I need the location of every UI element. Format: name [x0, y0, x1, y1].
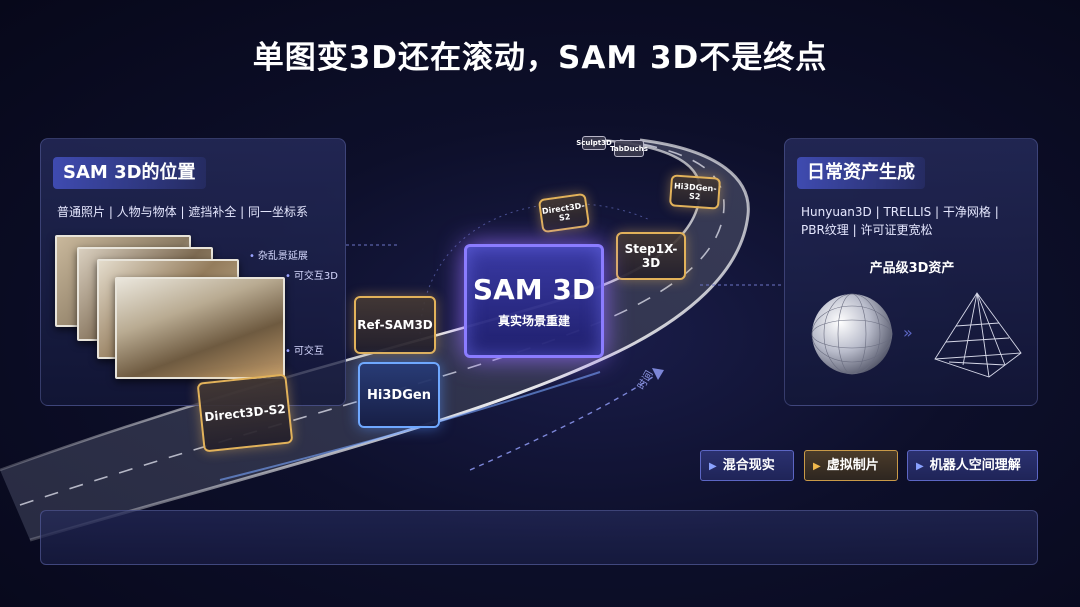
tag-robot-spatial[interactable]: ▶ 机器人空间理解 — [907, 450, 1038, 481]
distant-card-1: Sculpt3D — [576, 136, 612, 150]
tag-robot-spatial-label: 机器人空间理解 — [929, 458, 1021, 473]
road-surface — [0, 140, 749, 540]
distant-card-2: TabDuchs — [610, 140, 648, 157]
right-panel: 日常资产生成 Hunyuan3D | TRELLIS | 干净网格 | PBR纹… — [784, 138, 1038, 406]
card-hi3dgen-s2: Hi3DGen-S2 — [668, 174, 722, 210]
wireframe-pyramid-icon — [934, 292, 1022, 378]
card-direct3d-s2: Direct3D-S2 — [196, 373, 294, 453]
right-panel-features-2: PBR纹理 | 许可证更宽松 — [801, 223, 933, 237]
label-interactive: 可交互 — [285, 342, 324, 357]
tag-mixed-reality[interactable]: ▶ 混合现实 — [700, 450, 794, 481]
road-edge-lower — [29, 138, 750, 542]
play-triangle-icon: ▶ — [813, 461, 821, 472]
right-panel-features-1: Hunyuan3D | TRELLIS | 干净网格 | — [801, 205, 999, 219]
left-panel-features: 普通照片 | 人物与物体 | 遮挡补全 | 同一坐标系 — [57, 205, 309, 219]
label-interactive-3d: 可交互3D — [285, 267, 338, 282]
right-panel-heading: 日常资产生成 — [797, 157, 925, 189]
sphere-icon — [811, 293, 893, 375]
card-sam3d-subtitle: 真实场景重建 — [497, 314, 570, 328]
card-ref-sam3d: Ref-SAM3D — [354, 296, 436, 354]
page-title: 单图变3D还在滚动，SAM 3D不是终点 — [252, 40, 828, 76]
tag-virtual-production-label: 虚拟制片 — [826, 458, 879, 473]
tag-virtual-production[interactable]: ▶ 虚拟制片 — [804, 450, 898, 481]
time-arrow — [469, 371, 661, 471]
card-sam3d-title: SAM 3D — [472, 273, 596, 306]
left-panel-heading: SAM 3D的位置 — [53, 157, 206, 189]
card-direct3d-s2-far: Direct3D-S2 — [537, 192, 591, 234]
bottom-bar — [40, 510, 1038, 565]
card-sam3d: SAM 3D 真实场景重建 — [464, 244, 604, 358]
label-clutter-extend: 杂乱景延展 — [249, 247, 308, 262]
play-triangle-icon: ▶ — [916, 461, 924, 472]
left-panel: SAM 3D的位置 普通照片 | 人物与物体 | 遮挡补全 | 同一坐标系 杂乱… — [40, 138, 346, 406]
photo-4 — [115, 277, 285, 379]
orbit-line — [419, 203, 651, 341]
time-arrow-head — [652, 368, 664, 380]
card-hi3dgen: Hi3DGen — [358, 362, 440, 428]
right-panel-subheading: 产品级3D资产 — [869, 261, 955, 276]
play-triangle-icon: ▶ — [709, 461, 717, 472]
double-arrow-icon: » — [903, 323, 913, 342]
card-step1x-3d: Step1X-3D — [616, 232, 686, 280]
tag-mixed-reality-label: 混合现实 — [722, 458, 775, 473]
